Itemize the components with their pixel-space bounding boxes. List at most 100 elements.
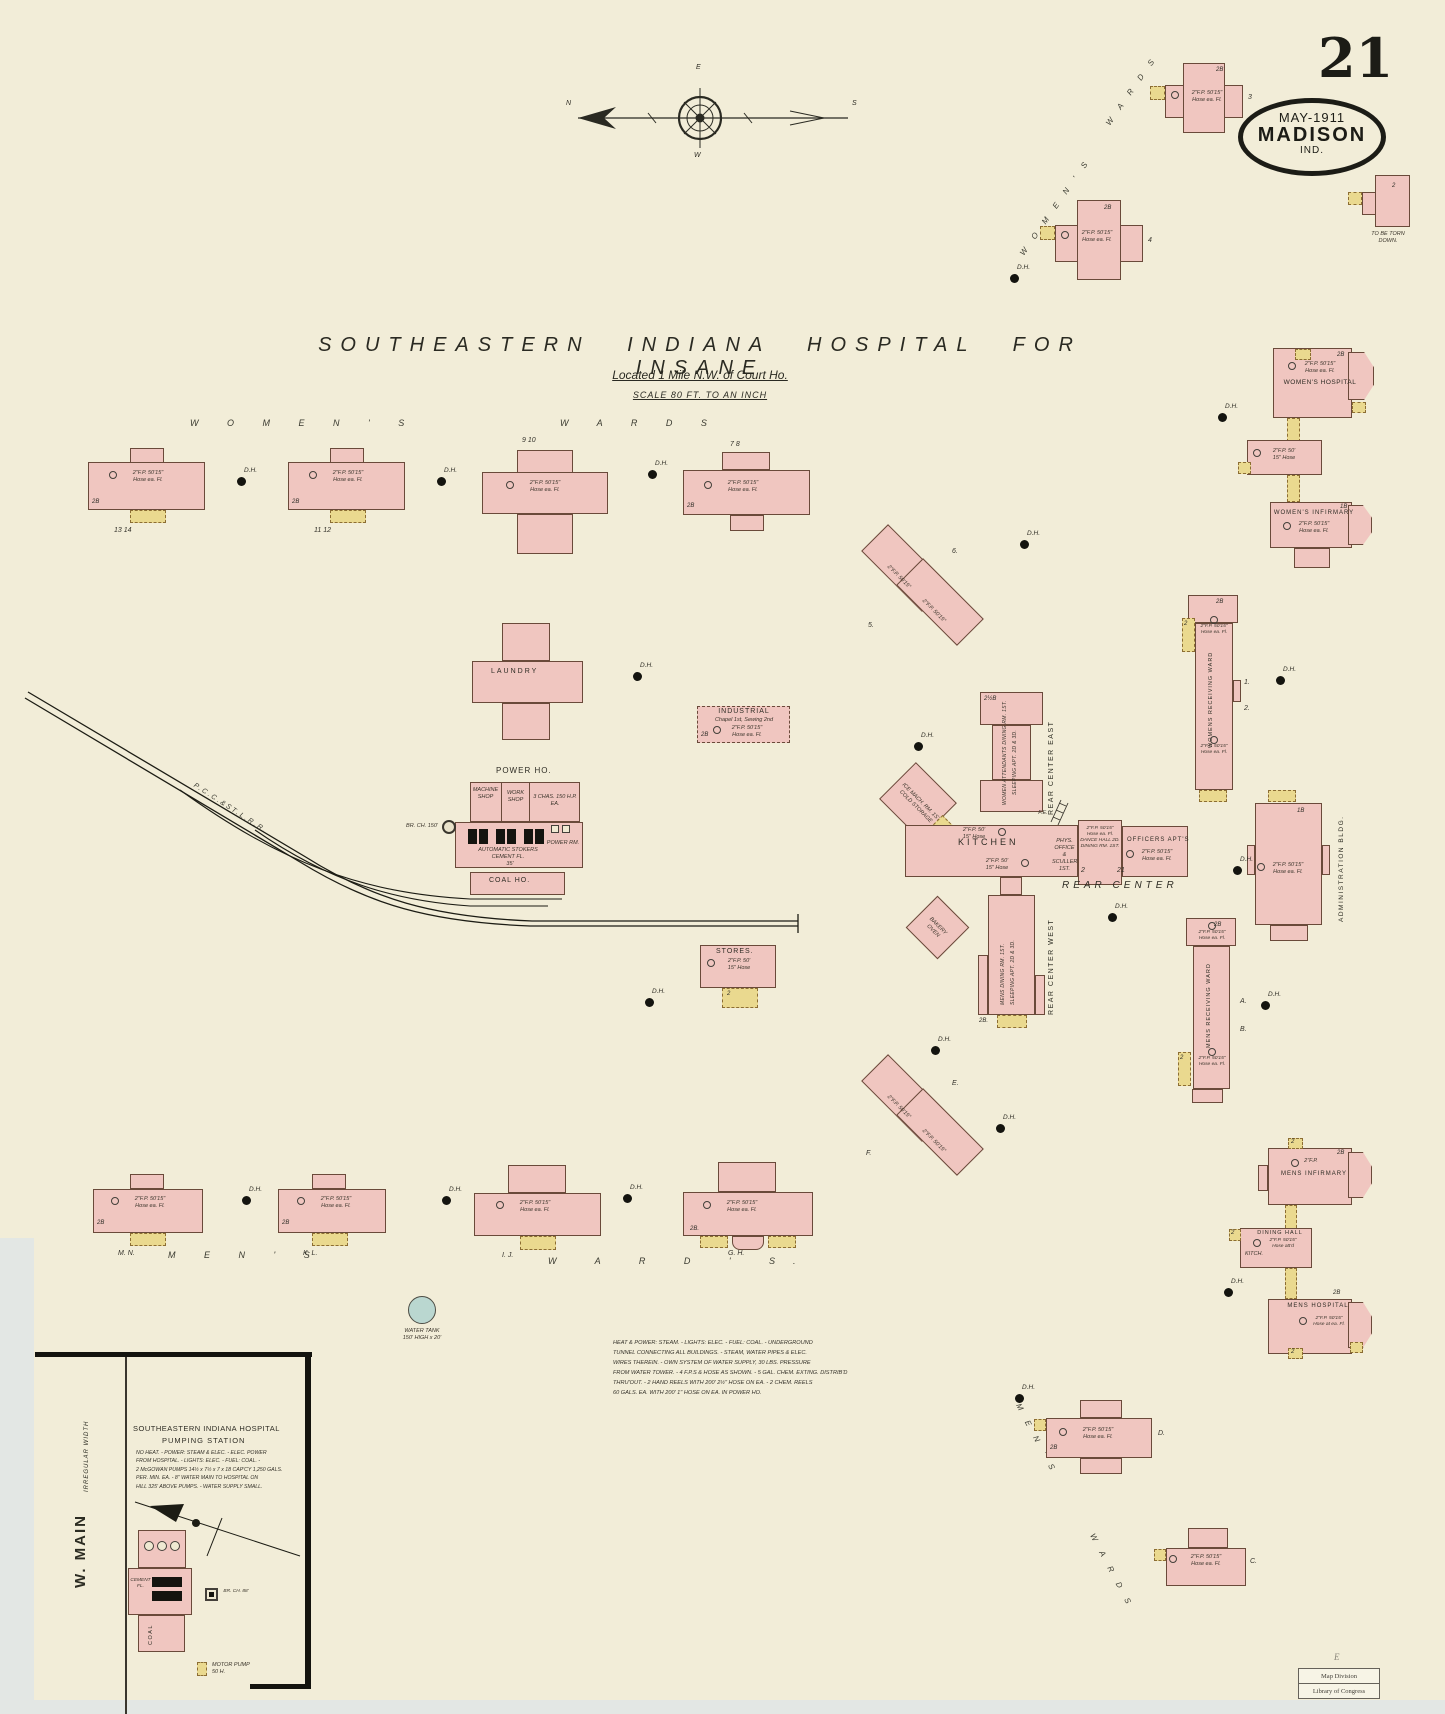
- ward-numbers: 11 12: [314, 527, 331, 534]
- ward-number: 5.: [868, 622, 874, 629]
- stores-label: STORES.: [716, 948, 754, 955]
- rear-center-west-building: [978, 955, 988, 1015]
- administration-lobe: [1270, 925, 1308, 941]
- dining-hall-porch: [1229, 1229, 1241, 1241]
- ward-numbers: M. N.: [118, 1250, 135, 1257]
- porch-floors: 2: [1291, 1349, 1295, 1355]
- floors-note: 2B: [97, 1220, 105, 1226]
- bottom-margin-strip: [0, 1700, 1445, 1714]
- boiler: [524, 829, 533, 844]
- kitchen-building: [905, 825, 1078, 877]
- ward-numbers: 7 8: [730, 441, 740, 448]
- hydrant-dot: [1020, 540, 1029, 549]
- section-number: B.: [1240, 1026, 1247, 1033]
- fire-protection-note: 2"F.P. 50'15"Hose ea. Fl.: [704, 480, 773, 494]
- ward-7-8-building: [722, 452, 770, 470]
- double-hydrant: D.H.: [1218, 403, 1238, 422]
- kitchen-label: KITCH.: [1244, 1251, 1264, 1257]
- double-hydrant: D.H.: [242, 1186, 262, 1205]
- hydrant-dot: [1261, 1001, 1270, 1010]
- mens-receiving-ward-building: [1193, 946, 1230, 1089]
- pump-circle: [157, 1541, 167, 1551]
- ward-number: E.: [952, 1080, 959, 1087]
- street-edge-line: [125, 1357, 127, 1714]
- industrial-use-note: Chapel 1st, Sewing 2nd: [714, 717, 774, 723]
- badge-state: IND.: [1300, 145, 1324, 156]
- power-house-shops: [470, 782, 580, 822]
- ward-porch: [520, 1236, 556, 1250]
- stores-porch: [722, 988, 758, 1008]
- womens-receiving-label: WOMENS RECEIVING WARD: [1208, 651, 1214, 748]
- fire-protection-note: 2"F.P. 50'15"Hose ea. Fl.: [1257, 862, 1310, 876]
- fire-protection-note: 2"F.P. 50'15"Hose ea. Fl.: [1171, 90, 1234, 104]
- rear-center-west-building: [988, 895, 1035, 1015]
- left-margin-strip: [0, 1238, 34, 1714]
- fire-protection-note: 2"F.P. 50'15"Hose ea. Fl.: [109, 470, 178, 484]
- fire-plug-icon: [1210, 616, 1218, 624]
- inset-title-1: SOUTHEASTERN INDIANA HOSPITAL: [133, 1424, 280, 1433]
- porch-floors: 2: [1180, 1055, 1184, 1061]
- ward-11-12-building: [288, 462, 405, 510]
- laundry-building: [472, 661, 583, 703]
- compass-letter-n: N: [566, 100, 572, 107]
- ward-numbers: K. L.: [303, 1250, 318, 1257]
- womens-receiving-ward-bump: [1233, 680, 1241, 702]
- section-number: 1.: [1244, 679, 1250, 686]
- floors-note: 2B: [1216, 599, 1224, 605]
- inset-border-stub: [250, 1684, 311, 1689]
- floors-note: 1B: [1297, 808, 1305, 814]
- hydrant-dot: [623, 1194, 632, 1203]
- womens-hospital-porch: [1295, 349, 1311, 360]
- fire-plug-icon: [707, 959, 715, 967]
- ward-number: 6.: [952, 548, 958, 555]
- boiler: [479, 829, 488, 844]
- hydrant-dot: [437, 477, 446, 486]
- administration-building: [1255, 803, 1322, 925]
- dance-hall-building: [1078, 820, 1122, 885]
- label-womens-left: W O M E N ' S: [190, 418, 418, 428]
- ward-number: 4: [1148, 237, 1152, 244]
- compass-letter-w: W: [694, 152, 701, 159]
- rear-center-east-building: [992, 725, 1031, 780]
- ward-porch: [700, 1236, 728, 1248]
- rear-center-west-building: [1000, 877, 1022, 895]
- ward-numbers: I. J.: [502, 1252, 514, 1259]
- annex-porch: [1238, 462, 1251, 474]
- mens-receiving-ward-building: [1192, 1089, 1223, 1103]
- ward-porch: [330, 510, 366, 523]
- fire-protection-note: 2"F.P. 50'15"Hose ea. Fl.: [506, 480, 575, 494]
- hydrant-dot: [633, 672, 642, 681]
- mens-infirmary-porch: [1288, 1138, 1303, 1149]
- fire-plug-icon: [1257, 863, 1265, 871]
- dining-hall-building: [1240, 1228, 1312, 1268]
- ward-numbers: 9 10: [522, 437, 536, 444]
- ward-9-10-building: [482, 472, 608, 514]
- chimney-note: BR. CH. 88': [223, 1589, 249, 1594]
- ward-13-14-building: [88, 462, 205, 510]
- cement-floor-note: CEMENT FL.: [130, 1578, 151, 1589]
- section-number: 2: [1081, 867, 1085, 874]
- mens-receiving-label: MENS RECEIVING WARD: [1206, 963, 1212, 1048]
- womens-infirmary-wing: [1294, 548, 1330, 568]
- hydrant-dot: [1015, 1394, 1024, 1403]
- fire-plug-icon: [109, 471, 117, 479]
- mens-infirmary-building: [1268, 1148, 1352, 1205]
- fire-protection-note: 2"F.P. 50'15"Hose ea. Fl.: [297, 1196, 366, 1210]
- womens-hospital-annex: [1247, 440, 1322, 475]
- fire-plug-icon: [1283, 522, 1291, 530]
- hydrant-dot: [645, 998, 654, 1007]
- fire-protection-note: 2"F.P. 50'15"Hose ea. Fl.: [1195, 922, 1229, 942]
- ward-3-building: [1183, 63, 1225, 133]
- mens-infirmary-label: MENS INFIRMARY: [1281, 1171, 1347, 1177]
- ward-number: D.: [1158, 1430, 1165, 1437]
- pump-box: [551, 825, 559, 833]
- administration-bump: [1322, 845, 1330, 875]
- railroad-tracks: [24, 691, 799, 933]
- inset-title-2: PUMPING STATION: [162, 1436, 246, 1445]
- ward-9-10-building: [517, 450, 573, 474]
- floors-note: 2: [1392, 183, 1396, 189]
- fire-plug-icon: [1169, 1555, 1177, 1563]
- map-location-note: Located 1 Mile N.W. of Court Ho.: [612, 368, 788, 382]
